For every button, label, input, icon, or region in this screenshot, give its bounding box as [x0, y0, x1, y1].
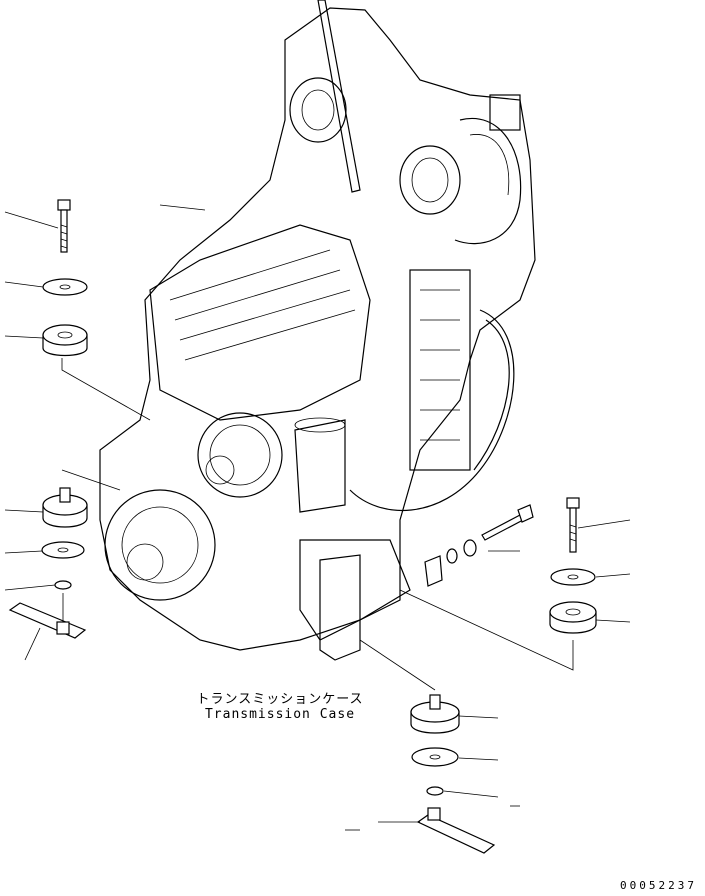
side-washers	[424, 539, 477, 587]
right-mount-bolt	[566, 497, 580, 553]
caption-english: Transmission Case	[204, 707, 356, 722]
bottom-cushion	[410, 694, 460, 734]
drawing-number: 00052237	[620, 879, 697, 892]
caption-japanese: トランスミッションケース	[196, 692, 364, 707]
left-spring-washer	[54, 580, 72, 590]
bottom-washer	[411, 747, 459, 767]
left-plate-nut	[8, 602, 87, 639]
transmission-case	[99, 0, 536, 661]
left-upper-cushion	[42, 324, 88, 357]
left-lower-washer	[41, 541, 85, 559]
right-cushion	[549, 601, 597, 634]
left-lower-cushion	[42, 487, 88, 528]
bottom-plate-nut	[416, 807, 496, 854]
left-upper-washer	[42, 278, 88, 296]
bottom-spring-washer	[426, 786, 444, 796]
side-bolt	[481, 504, 534, 541]
leader-lines	[4, 204, 631, 831]
right-washer	[550, 568, 596, 586]
left-mount-bolt	[57, 199, 71, 253]
